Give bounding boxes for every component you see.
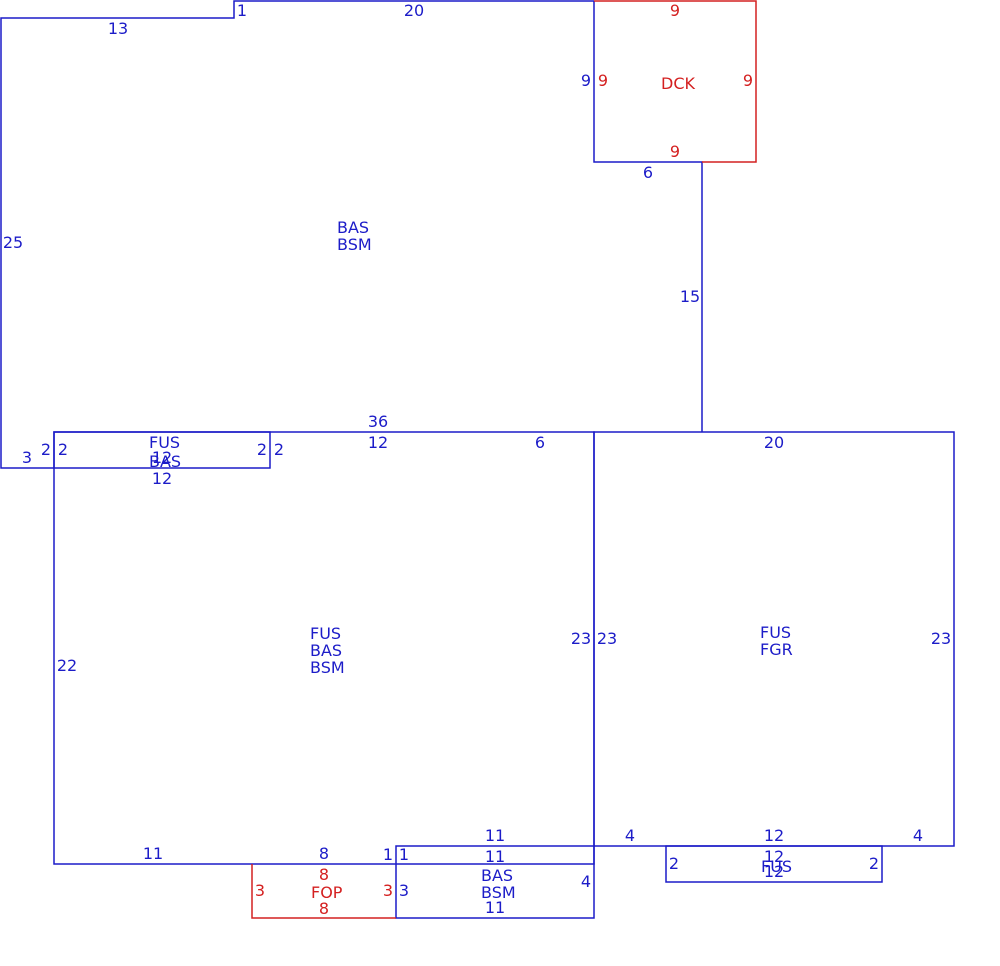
dimension-label: 25: [3, 233, 23, 252]
small-bump-outline: [665, 845, 883, 883]
dimension-label: 2: [58, 440, 68, 459]
dimension-label: 2: [869, 854, 879, 873]
dimension-label: 11: [485, 826, 505, 845]
dimension-label: 8: [319, 844, 329, 863]
dimension-label: 9: [598, 71, 608, 90]
area-line: FUS: [760, 623, 791, 642]
dimension-label: 12: [764, 862, 784, 881]
area-line: BAS: [337, 218, 369, 237]
dimension-label: 12: [368, 433, 388, 452]
area-label-fus-bas-strip: FUS BAS: [149, 433, 185, 471]
area-labels: BAS BSM DCK FUS BAS FUS BAS BSM FUS FGR …: [149, 74, 796, 902]
area-label-bas-bsm-upper: BAS BSM: [337, 218, 374, 254]
area-line: BSM: [481, 883, 516, 902]
area-line: FUS: [761, 857, 792, 876]
dimension-label: 4: [913, 826, 923, 845]
dimension-label: 1: [237, 1, 247, 20]
dimension-label: 9: [670, 142, 680, 161]
area-line: FGR: [760, 640, 793, 659]
porch-outline: [251, 864, 396, 919]
dimension-label: 3: [383, 881, 393, 900]
area-line: DCK: [661, 74, 695, 93]
area-line: BAS: [481, 866, 513, 885]
area-label-dck: DCK: [661, 74, 695, 93]
dimension-label: 3: [255, 881, 265, 900]
dimension-labels: 1 20 13 25 3 2 2 12 12 2 2 36 12 6 9 9 9…: [3, 1, 951, 918]
dimension-label: 23: [597, 629, 617, 648]
area-line: FUS: [310, 624, 341, 643]
dimension-label: 9: [743, 71, 753, 90]
area-line: BAS: [310, 641, 342, 660]
dimension-label: 1: [383, 845, 393, 864]
area-line: FUS: [149, 433, 180, 452]
deck-outline: [594, 0, 757, 163]
area-line: BSM: [337, 235, 372, 254]
dimension-label: 12: [152, 448, 172, 467]
area-label-fus-bas-bsm: FUS BAS BSM: [310, 624, 347, 677]
area-line: FOP: [311, 883, 343, 902]
dimension-label: 8: [319, 865, 329, 884]
upper-right-wall: [593, 1, 703, 432]
dimension-label: 23: [571, 629, 591, 648]
dimension-label: 2: [257, 440, 267, 459]
area-line: BSM: [310, 658, 345, 677]
area-label-fus-small: FUS: [761, 857, 792, 876]
outlines: [0, 0, 955, 919]
dimension-label: 22: [57, 656, 77, 675]
dimension-label: 8: [319, 899, 329, 918]
area-line: BAS: [149, 452, 181, 471]
dimension-label: 15: [680, 287, 700, 306]
dimension-label: 9: [581, 71, 591, 90]
dimension-label: 12: [152, 469, 172, 488]
area-label-fus-fgr: FUS FGR: [760, 623, 796, 659]
dimension-label: 12: [764, 826, 784, 845]
dimension-label: 11: [485, 847, 505, 866]
dimension-label: 12: [764, 847, 784, 866]
dimension-label: 20: [764, 433, 784, 452]
dimension-label: 20: [404, 1, 424, 20]
dimension-label: 13: [108, 19, 128, 38]
dimension-label: 11: [143, 844, 163, 863]
dimension-label: 4: [625, 826, 635, 845]
area-label-bas-bsm-lower: BAS BSM: [481, 866, 518, 902]
upper-section-outline: [0, 0, 594, 469]
dimension-label: 4: [581, 872, 591, 891]
lower-addition-outline: [395, 845, 595, 919]
dimension-label: 1: [399, 845, 409, 864]
dimension-label: 2: [669, 854, 679, 873]
dimension-label: 6: [535, 433, 545, 452]
dimension-label: 3: [22, 448, 32, 467]
dimension-label: 9: [670, 1, 680, 20]
dimension-label: 36: [368, 412, 388, 431]
dimension-label: 11: [485, 898, 505, 917]
area-label-fop: FOP: [311, 883, 343, 902]
dimension-label: 3: [399, 881, 409, 900]
dimension-label: 23: [931, 629, 951, 648]
dimension-label: 2: [41, 440, 51, 459]
dimension-label: 6: [643, 163, 653, 182]
dimension-label: 2: [274, 440, 284, 459]
